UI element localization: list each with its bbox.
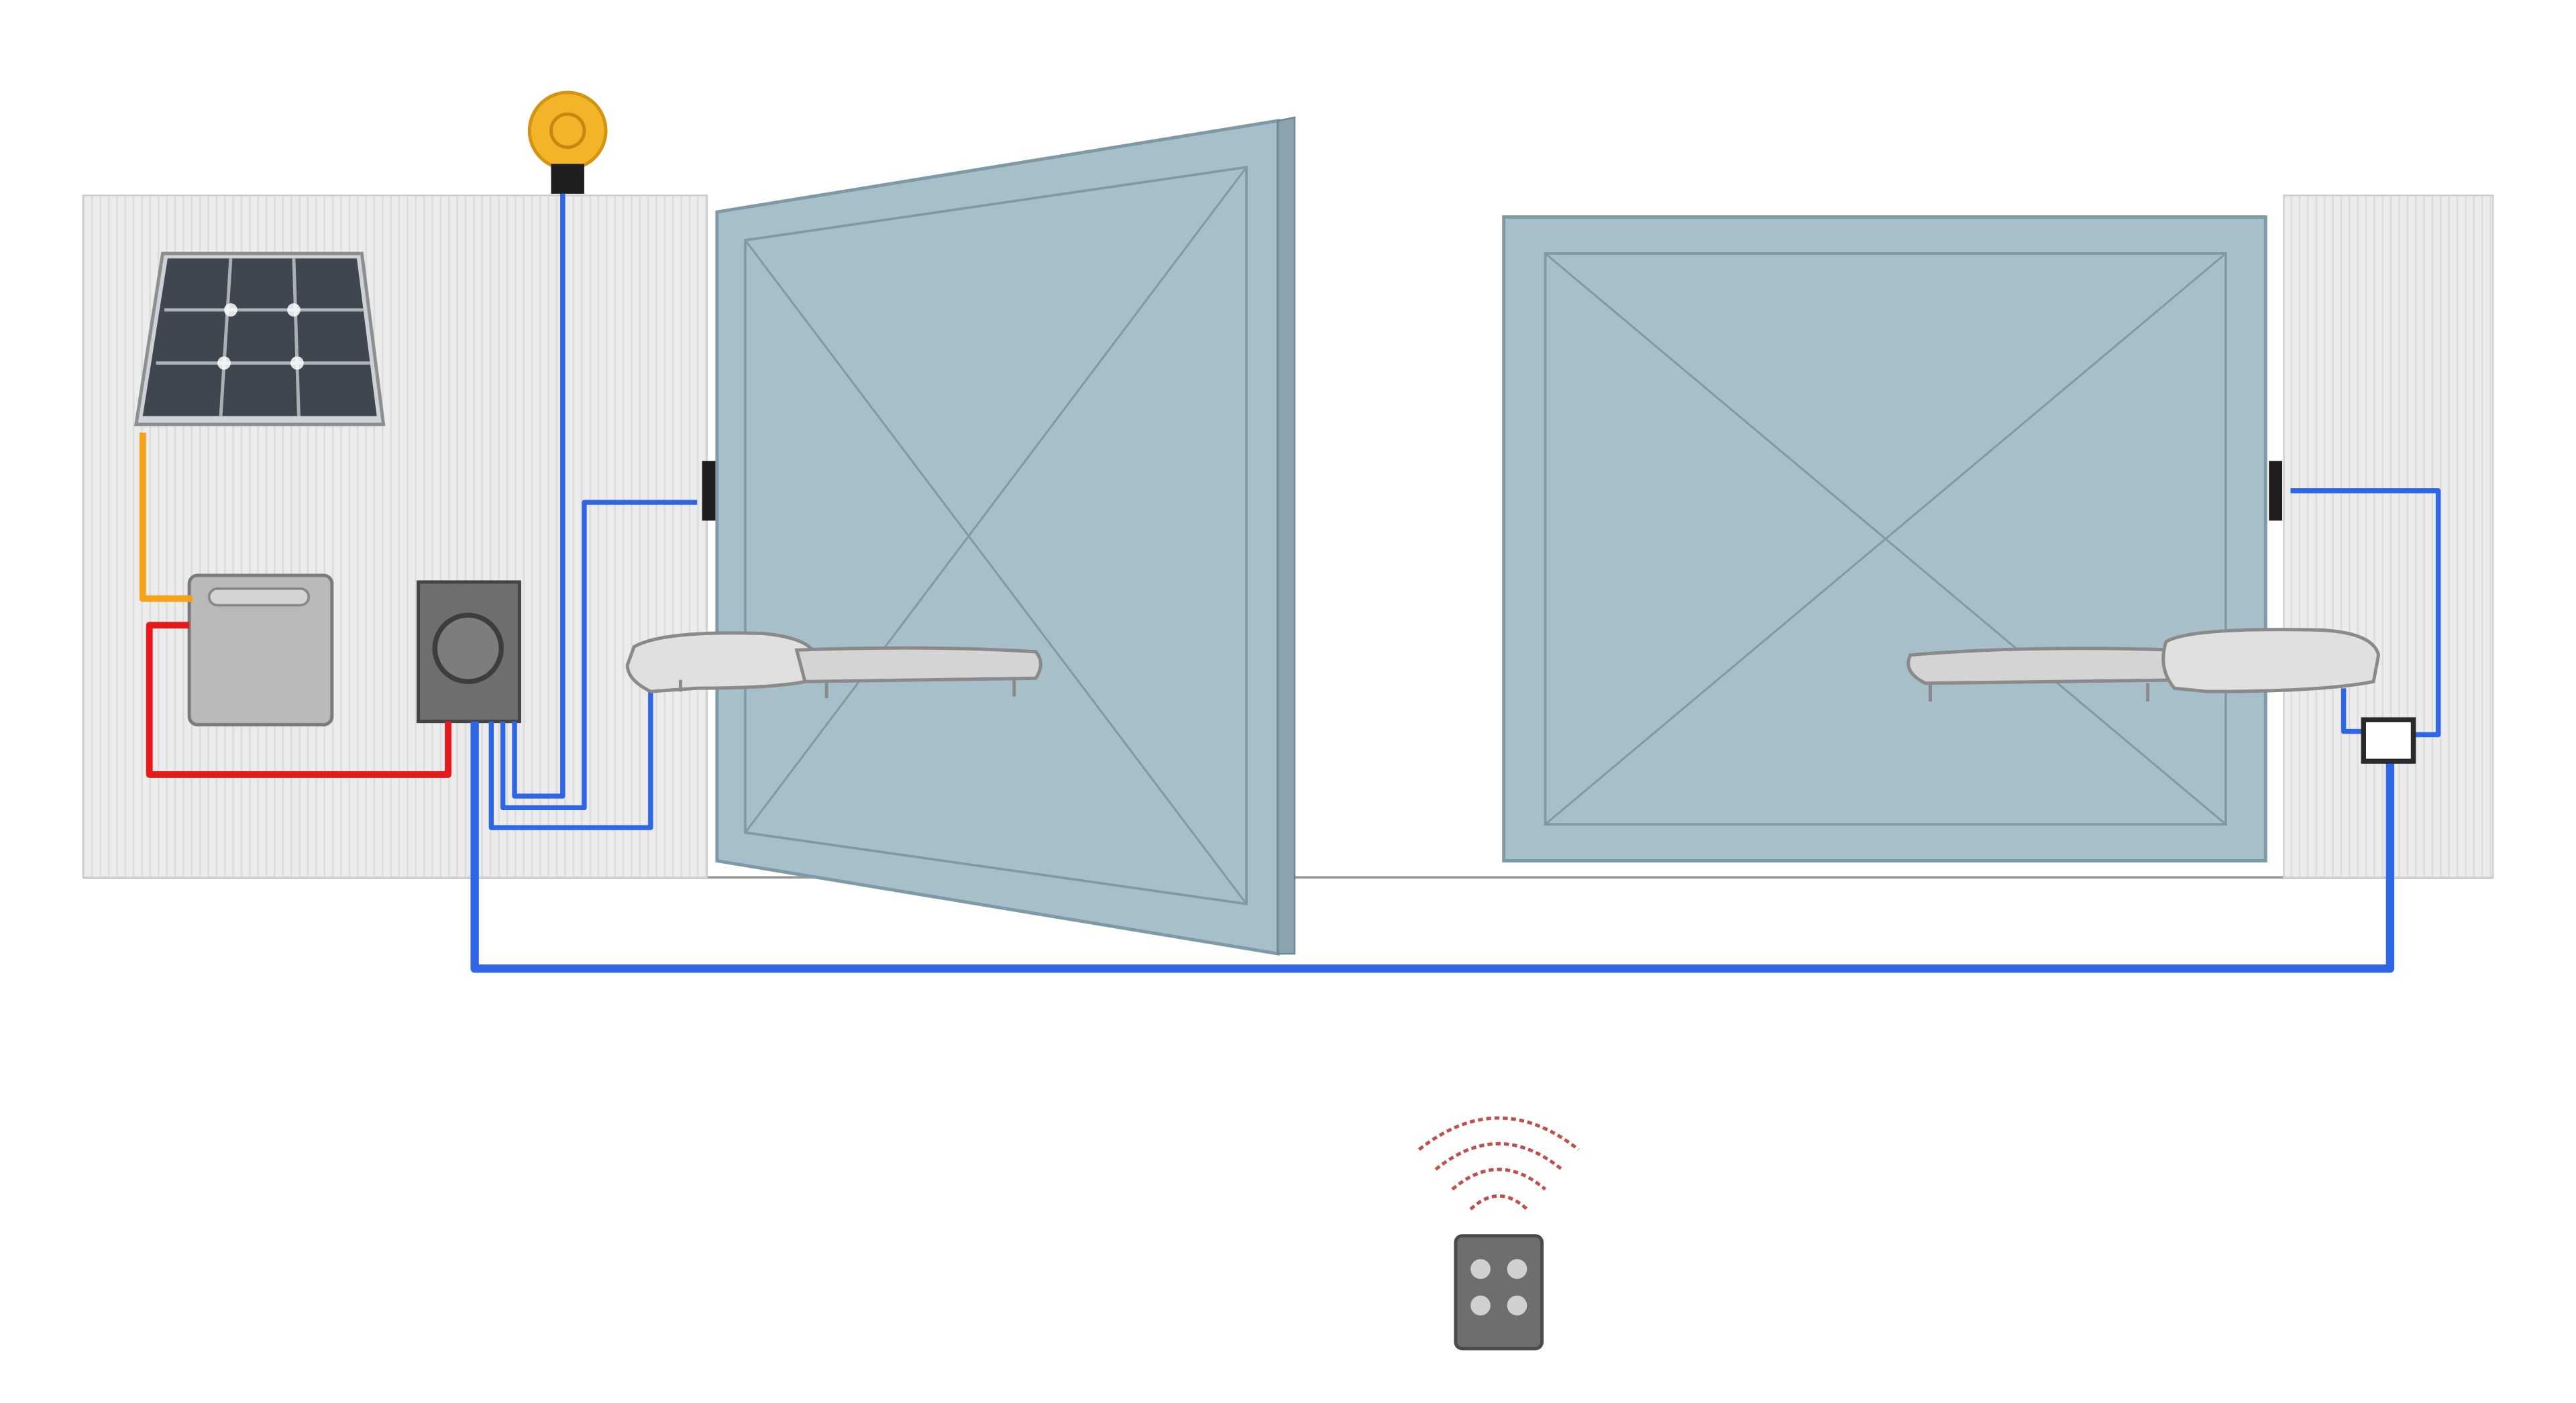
remote-control [1417,1116,1580,1351]
left-photocell [702,461,716,521]
solar-wire [139,433,193,602]
lamp-wire [512,193,566,799]
left-photocell-wire [500,500,698,811]
right-photocell-wire [2290,488,2441,738]
right-gate-opener-arm [1907,628,2381,702]
right-gate-leaf [1502,215,2267,862]
right-photocell [2269,461,2283,521]
left-gate-leaf [715,116,1296,956]
control-box [417,580,521,724]
main-bus-wire [470,721,2395,973]
warning-lamp [527,91,608,194]
left-gate-opener-arm [625,631,1042,699]
wiring [139,193,2441,973]
battery-box [187,573,334,727]
left-motor-wire [488,688,653,830]
right-motor-wire [2341,688,2364,734]
junction-box [2361,717,2416,764]
power-wire [146,622,451,778]
signal-waves [1417,1116,1580,1211]
solar-panel [133,251,386,427]
